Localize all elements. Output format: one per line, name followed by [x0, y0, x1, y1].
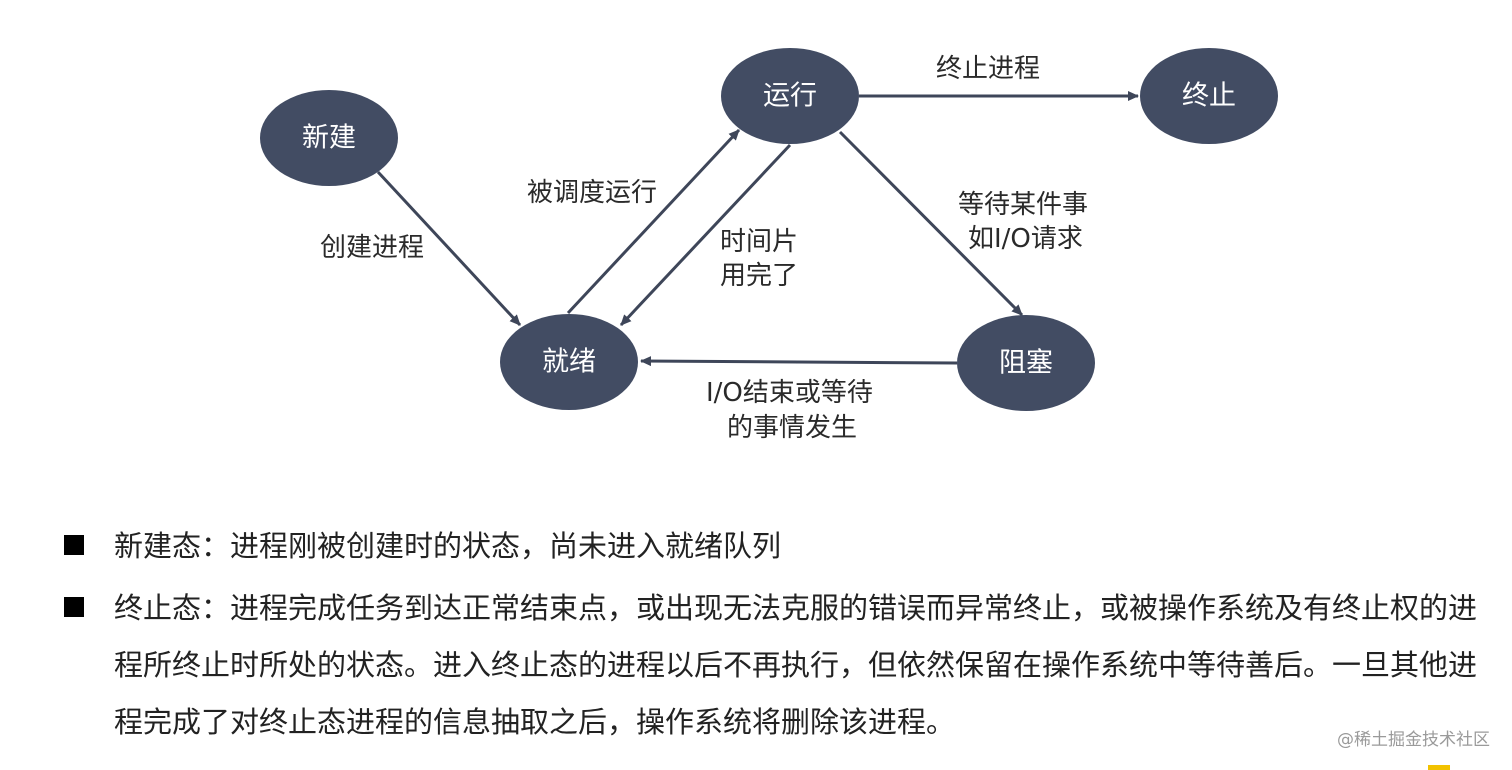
- edge-running-to-blocked: [838, 130, 1024, 317]
- label-io-done-line2: 的事情发生: [727, 413, 857, 443]
- node-running-label: 运行: [763, 81, 817, 112]
- process-state-diagram: 新建 运行 终止 就绪 阻塞 创建进程 被调度运行 时间片 用完了 终止进程 等…: [260, 48, 1278, 443]
- label-time-slice-line1: 时间片: [720, 227, 798, 257]
- bullet-terminated-state-text: 终止态：进程完成任务到达正常结束点，或出现无法克服的错误而异常终止，或被操作系统…: [114, 591, 1478, 739]
- bullet-terminated-state: 终止态：进程完成任务到达正常结束点，或出现无法克服的错误而异常终止，或被操作系统…: [62, 580, 1502, 751]
- label-scheduled-run: 被调度运行: [527, 178, 657, 208]
- node-new-label: 新建: [302, 123, 356, 154]
- label-wait-event-line2: 如I/O请求: [968, 224, 1083, 254]
- label-time-slice-line2: 用完了: [720, 261, 798, 291]
- node-blocked: 阻塞: [957, 315, 1095, 411]
- edge-running-to-ready: [619, 143, 792, 327]
- edge-new-to-ready: [376, 170, 522, 327]
- node-blocked-label: 阻塞: [999, 348, 1053, 379]
- bullet-new-state-text: 新建态：进程刚被创建时的状态，尚未进入就绪队列: [114, 529, 782, 563]
- node-new: 新建: [260, 90, 398, 186]
- label-io-done-line1: I/O结束或等待: [706, 378, 873, 408]
- bullet-square-icon: [64, 535, 84, 555]
- watermark: @稀土掘金技术社区: [1337, 730, 1490, 750]
- edge-ready-to-running: [566, 128, 741, 315]
- bullet-square-icon: [64, 597, 84, 617]
- node-ready-label: 就绪: [542, 347, 596, 378]
- state-description-list: 新建态：进程刚被创建时的状态，尚未进入就绪队列 终止态：进程完成任务到达正常结束…: [62, 518, 1502, 756]
- node-running: 运行: [721, 48, 859, 144]
- edge-blocked-to-ready: [640, 356, 958, 367]
- node-terminated-label: 终止: [1182, 81, 1236, 112]
- label-wait-event-line1: 等待某件事: [958, 190, 1088, 220]
- label-create-process: 创建进程: [320, 233, 424, 263]
- corner-mark: [1428, 765, 1450, 770]
- node-terminated: 终止: [1140, 48, 1278, 144]
- label-terminate-process: 终止进程: [936, 54, 1040, 84]
- bullet-new-state: 新建态：进程刚被创建时的状态，尚未进入就绪队列: [62, 518, 1502, 575]
- node-ready: 就绪: [500, 314, 638, 410]
